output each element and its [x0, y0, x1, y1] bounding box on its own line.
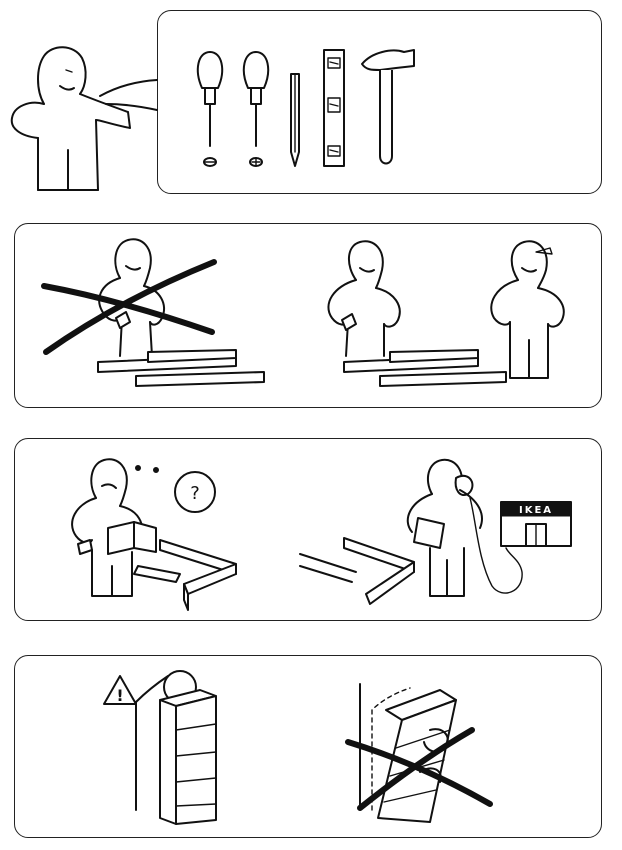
speech-tail-lower: [105, 103, 158, 111]
cross-stroke-4: [357, 727, 475, 811]
furniture-parts-right: [299, 537, 415, 605]
spirit-level-icon: [323, 49, 345, 167]
one-person-crossed-out: [41, 238, 265, 387]
warning-triangle-icon: !: [103, 675, 137, 705]
pencil-icon: [290, 73, 300, 167]
ikea-store-sign: IKEA: [519, 505, 553, 516]
person-on-phone-figure: [406, 458, 523, 597]
question-mark-icon: ?: [174, 471, 216, 513]
screwdriver-phillips-icon: [242, 51, 270, 167]
wall-line-left: [135, 675, 169, 811]
cross-stroke-3: [345, 739, 493, 807]
tipping-bookcase-crossed-out: [345, 683, 493, 823]
wall-anchor-panel: [14, 655, 602, 838]
ikea-store-icon: IKEA: [500, 501, 572, 547]
speech-tail: [99, 79, 158, 97]
cross-stroke-2: [43, 259, 217, 355]
warning-mark-text: !: [116, 686, 123, 705]
hammer-icon: [361, 49, 415, 165]
thought-dots: [135, 465, 159, 473]
bookcase-icon: [159, 689, 217, 825]
question-mark-text: ?: [190, 483, 200, 504]
two-people-ok: [327, 240, 565, 387]
furniture-parts-left: [133, 539, 237, 611]
pointing-person-figure: [10, 46, 131, 191]
confused-person-figure: [71, 458, 157, 597]
screwdriver-flat-icon: [196, 51, 224, 167]
